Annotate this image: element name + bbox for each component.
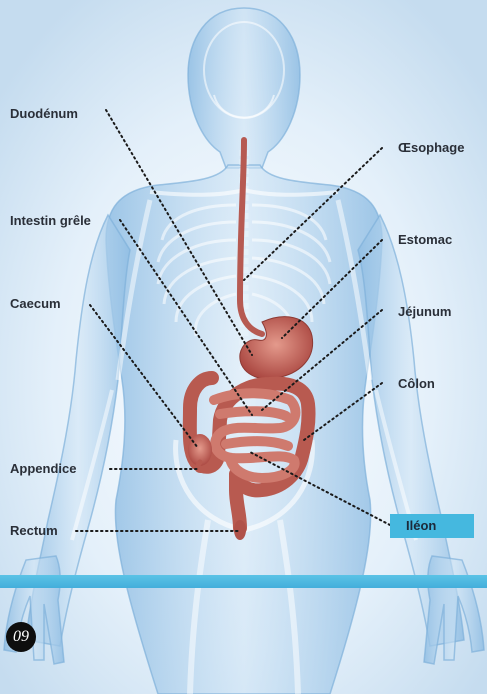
label-jejunum: Jéjunum [398, 304, 451, 320]
page-number-badge: 09 [6, 622, 36, 652]
label-ileon-highlight: Iléon [390, 514, 474, 538]
label-estomac: Estomac [398, 232, 452, 248]
label-oesophage: Œsophage [398, 140, 464, 156]
label-caecum: Caecum [10, 296, 61, 312]
label-duodenum: Duodénum [10, 106, 78, 122]
label-colon: Côlon [398, 376, 435, 392]
label-appendice: Appendice [10, 461, 76, 477]
label-rectum: Rectum [10, 523, 58, 539]
label-intestin-grele: Intestin grêle [10, 213, 91, 229]
rectum [234, 520, 246, 540]
accent-band [0, 575, 487, 588]
